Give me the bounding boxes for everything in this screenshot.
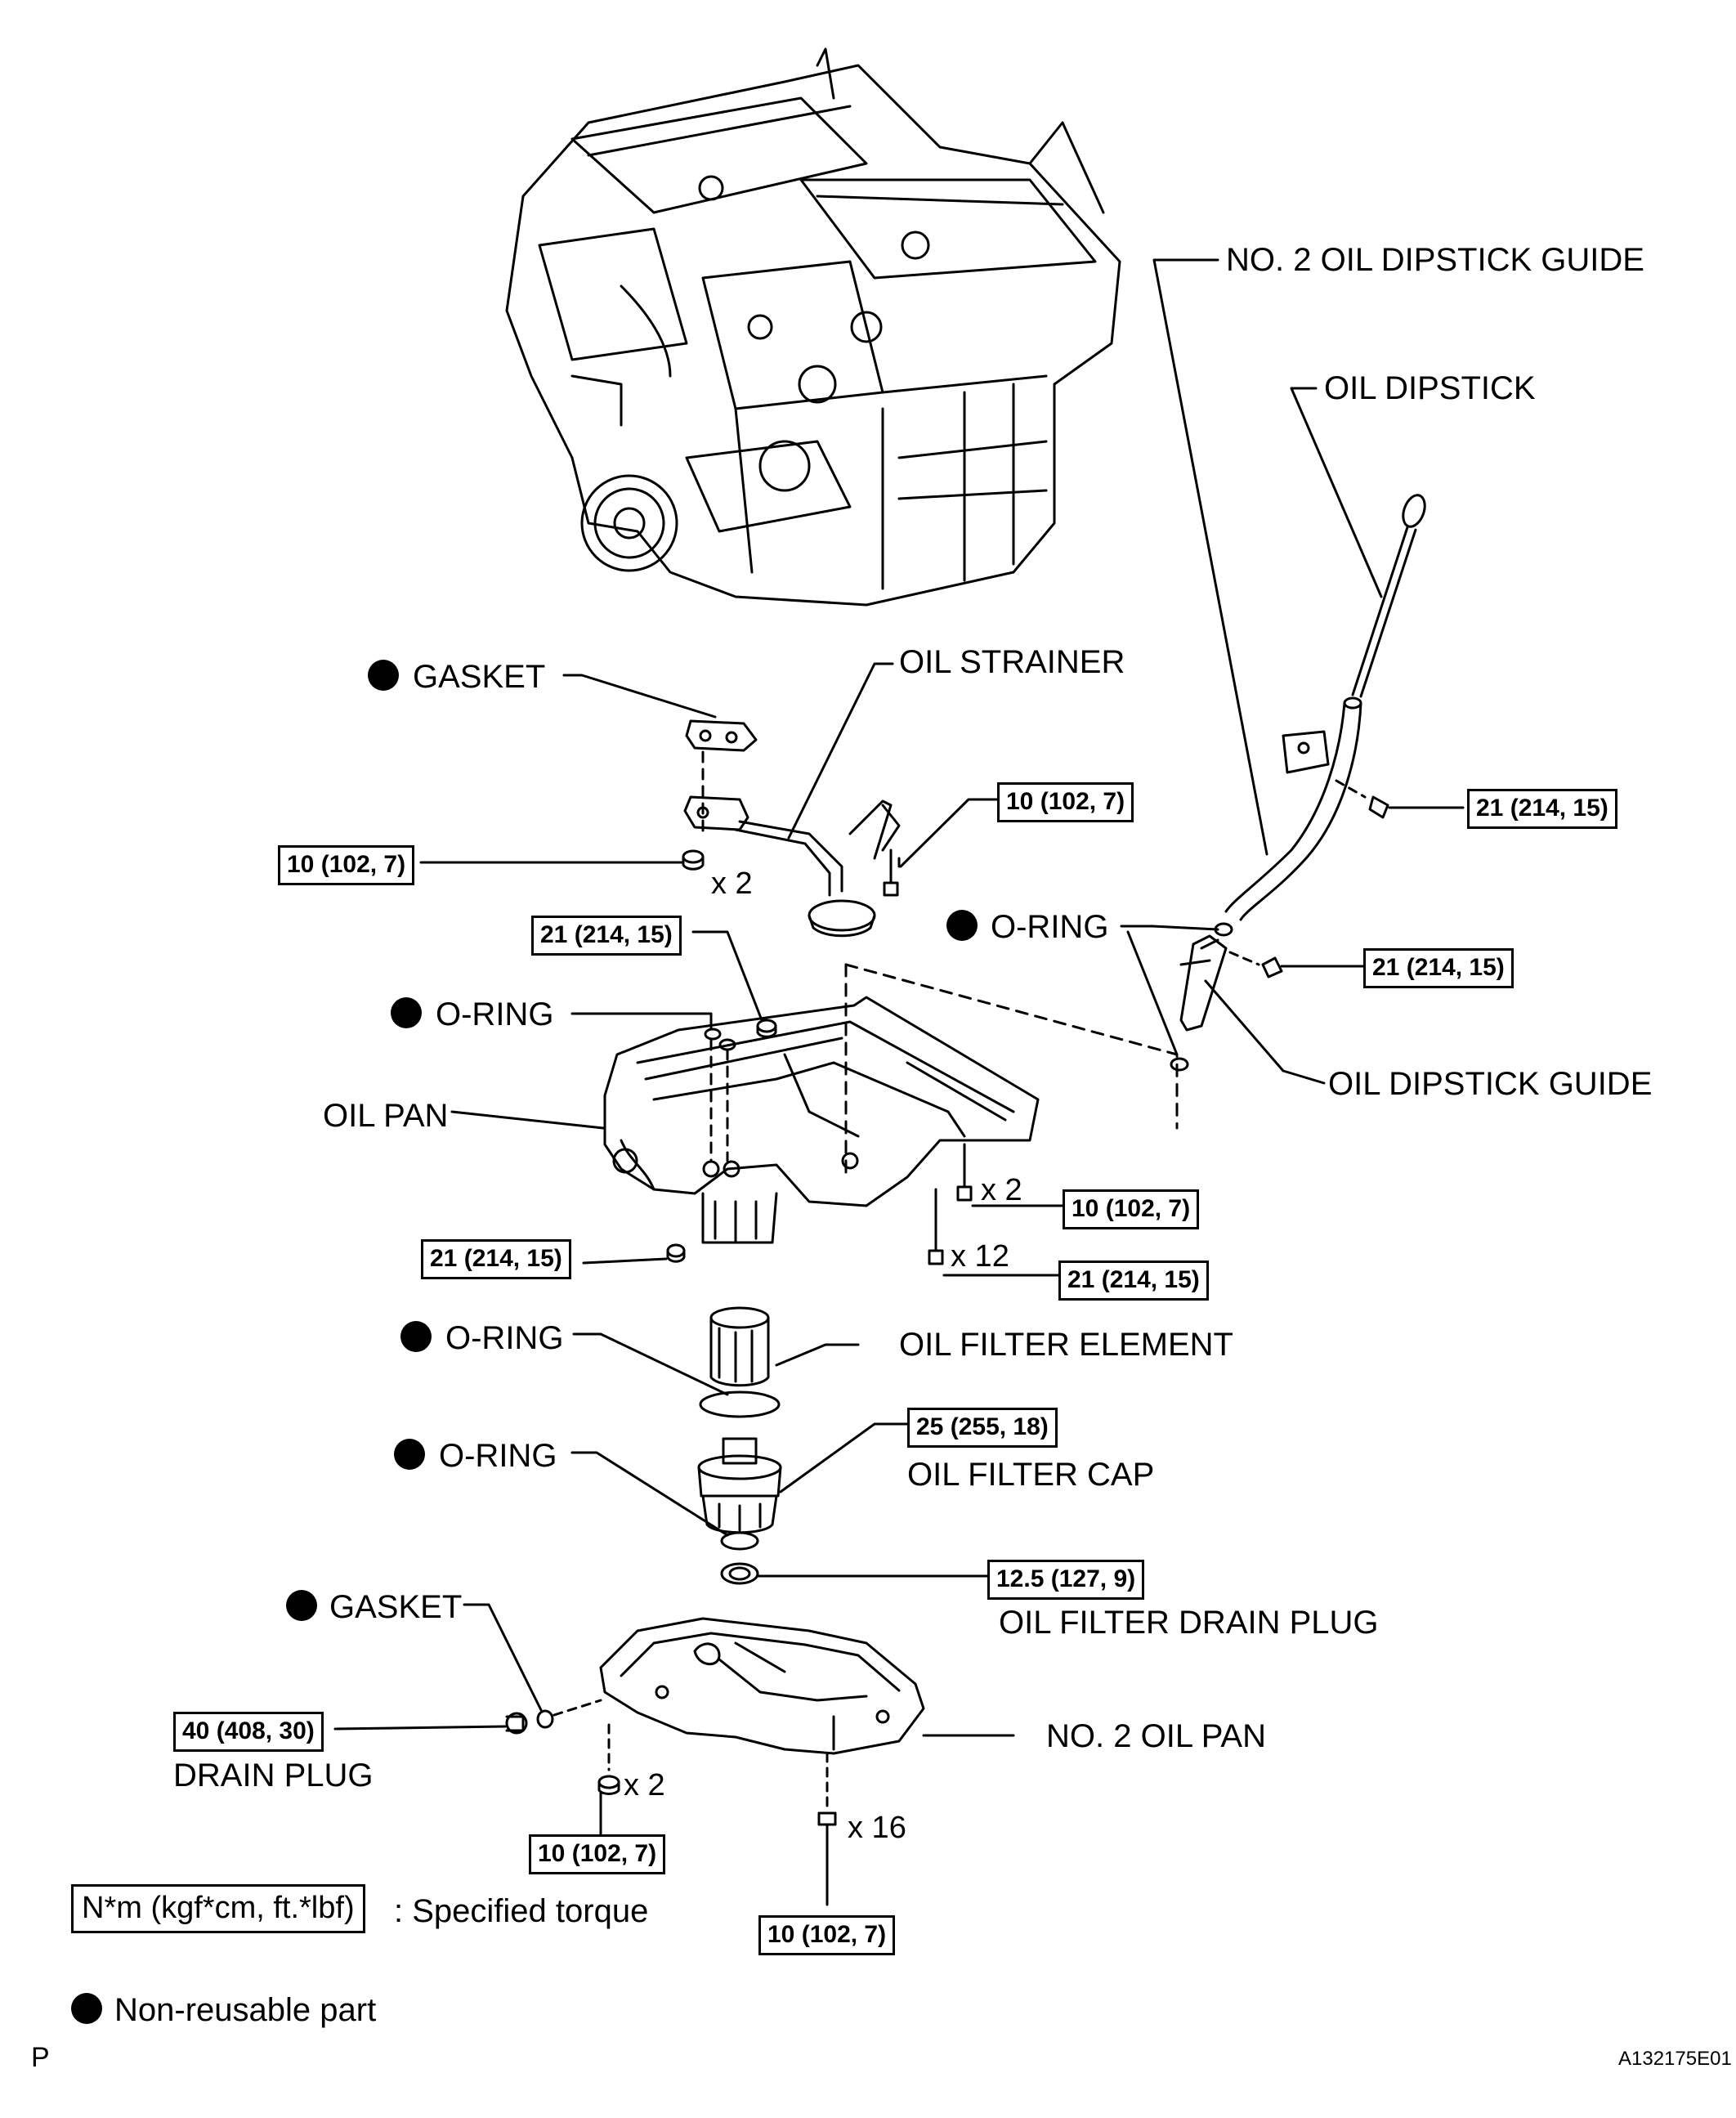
torque-pan-nut-left: 21 (214, 15) — [421, 1239, 571, 1279]
label-drain-plug: DRAIN PLUG — [173, 1758, 374, 1793]
oring-filter-element-illustration — [699, 1390, 781, 1418]
label-oil-dipstick-guide: OIL DIPSTICK GUIDE — [1328, 1066, 1653, 1102]
oil-dipstick-guide-illustration — [1179, 934, 1228, 1032]
torque-pan-bolt-x2: 10 (102, 7) — [1063, 1189, 1200, 1229]
oil-filter-drain-plug-illustration — [720, 1562, 759, 1585]
oil-dipstick-illustration — [1351, 494, 1426, 698]
torque-no2-pan-bolt: 10 (102, 7) — [758, 1915, 896, 1955]
torque-oil-dipstick-guide-bolt: 21 (214, 15) — [1363, 948, 1514, 988]
label-gasket-top: GASKET — [413, 659, 546, 695]
label-oring-pan: O-RING — [436, 996, 554, 1032]
torque-pan-bolt-x12: 21 (214, 15) — [1058, 1261, 1209, 1301]
torque-drain-plug: 40 (408, 30) — [173, 1712, 324, 1752]
non-reusable-marker-icon — [286, 1590, 317, 1621]
multiplier-pan-bolt-b: x 12 — [951, 1239, 1009, 1274]
label-no2-oil-dipstick-guide: NO. 2 OIL DIPSTICK GUIDE — [1226, 242, 1644, 278]
label-oil-filter-cap: OIL FILTER CAP — [907, 1457, 1155, 1493]
torque-dipstick-guide-bolt: 21 (214, 15) — [1467, 789, 1617, 829]
oring-filter-cap-illustration — [720, 1531, 759, 1551]
legend-torque-text: : Specified torque — [394, 1893, 649, 1929]
footer-figure-id: A132175E01 — [1618, 2048, 1732, 2070]
label-oil-strainer: OIL STRAINER — [899, 644, 1125, 680]
label-oil-pan: OIL PAN — [323, 1098, 449, 1134]
oil-filter-element-illustration — [709, 1306, 770, 1387]
multiplier-pan-bolt-a: x 2 — [981, 1173, 1022, 1207]
drain-plug-illustration — [505, 1712, 528, 1735]
non-reusable-marker-icon — [946, 910, 978, 941]
oil-filter-cap-illustration — [697, 1437, 782, 1534]
torque-strainer-bolt: 10 (102, 7) — [997, 782, 1134, 822]
no2-oil-pan-illustration — [599, 1617, 925, 1755]
label-no2-oil-pan: NO. 2 OIL PAN — [1046, 1718, 1266, 1754]
non-reusable-marker-icon — [400, 1321, 432, 1352]
multiplier-no2-pan-nut: x 2 — [624, 1768, 665, 1802]
no2-oil-dipstick-guide-illustration — [1224, 696, 1362, 921]
non-reusable-marker-icon — [394, 1439, 425, 1470]
non-reusable-marker-icon — [368, 660, 399, 691]
engine-assembly-illustration — [505, 47, 1121, 607]
torque-oil-filter-cap: 25 (255, 18) — [907, 1408, 1058, 1448]
torque-pan-stud-nut: 21 (214, 15) — [531, 916, 682, 956]
multiplier-no2-pan-bolt: x 16 — [848, 1811, 906, 1845]
legend-non-reusable-icon — [71, 1993, 102, 2024]
label-oil-filter-element: OIL FILTER ELEMENT — [899, 1327, 1233, 1363]
legend-non-reusable-text: Non-reusable part — [114, 1992, 377, 2028]
label-oring-filter-cap: O-RING — [439, 1438, 557, 1474]
leader-line-dipstick — [1290, 387, 1383, 598]
torque-no2-pan-nut: 10 (102, 7) — [529, 1834, 666, 1874]
label-oil-filter-drain-plug: OIL FILTER DRAIN PLUG — [999, 1605, 1379, 1641]
torque-oil-filter-drain-plug: 12.5 (127, 9) — [987, 1560, 1145, 1600]
oil-pan-illustration — [603, 996, 1040, 1244]
label-gasket-drain: GASKET — [329, 1589, 463, 1625]
label-oil-dipstick: OIL DIPSTICK — [1324, 370, 1536, 406]
multiplier-strainer-nut: x 2 — [711, 866, 753, 901]
label-oring-dipstick: O-RING — [991, 909, 1109, 945]
label-oring-filter-element: O-RING — [445, 1320, 564, 1356]
legend-torque-box: N*m (kgf*cm, ft.*lbf) — [71, 1884, 365, 1933]
oil-strainer-illustration — [683, 795, 901, 938]
non-reusable-marker-icon — [391, 997, 422, 1028]
torque-strainer-nut: 10 (102, 7) — [278, 845, 415, 885]
footer-left: P — [31, 2042, 50, 2073]
leader-line-no2-guide — [1152, 258, 1268, 856]
